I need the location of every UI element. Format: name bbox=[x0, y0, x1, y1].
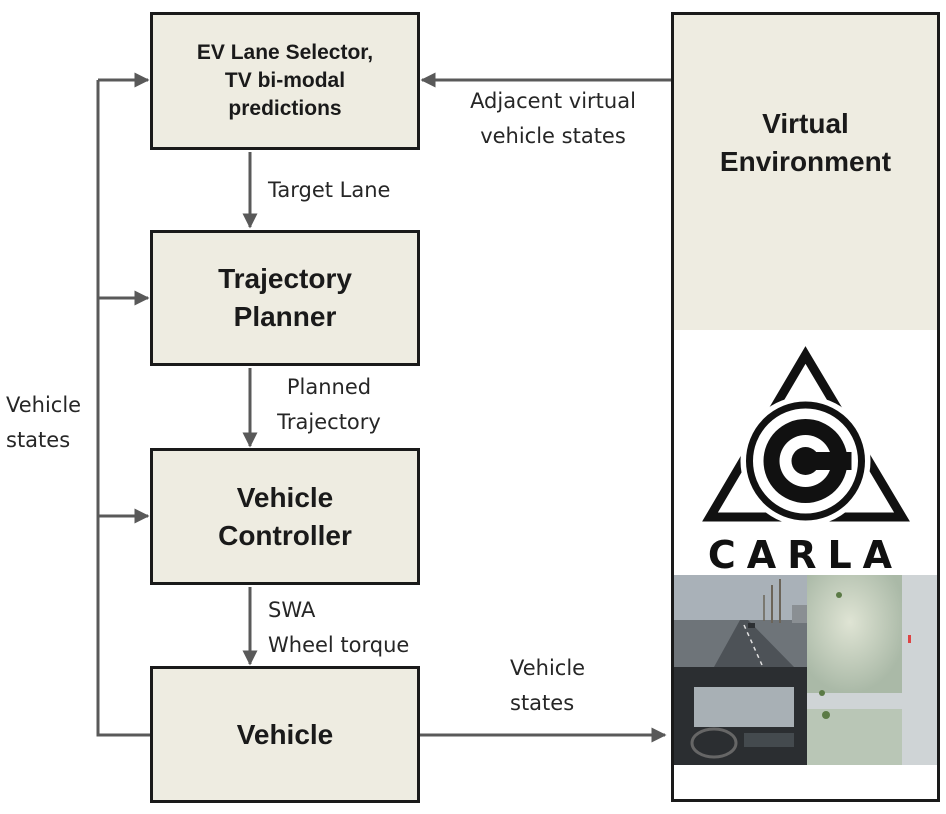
planned-trajectory-label: Planned Trajectory bbox=[277, 375, 381, 434]
swa-torque-label: SWA Wheel torque bbox=[268, 598, 410, 657]
carla-logo-icon bbox=[702, 346, 910, 526]
vehicle-states-feedback-label: Vehicle states bbox=[6, 393, 82, 452]
carla-wordmark: CARLA bbox=[707, 533, 904, 577]
vehicle-controller-box: Vehicle Controller bbox=[150, 448, 420, 585]
trajectory-planner-box: Trajectory Planner bbox=[150, 230, 420, 366]
virtual-environment-panel: Virtual Environment CARLA bbox=[671, 12, 940, 802]
vehicle-states-out-label: Vehicle states bbox=[510, 656, 586, 715]
feedback-line bbox=[96, 80, 152, 737]
simulator-screenshots bbox=[674, 575, 937, 765]
vehicle-controller-label: Vehicle Controller bbox=[218, 481, 352, 551]
lane-selector-label: EV Lane Selector, TV bi-modal prediction… bbox=[196, 41, 374, 120]
trajectory-planner-label: Trajectory Planner bbox=[218, 263, 352, 332]
virtual-environment-header: Virtual Environment bbox=[674, 15, 937, 330]
virtual-environment-title: Virtual Environment bbox=[719, 107, 892, 177]
vehicle-box: Vehicle bbox=[150, 666, 420, 803]
target-lane-label: Target Lane bbox=[268, 178, 391, 202]
adjacent-states-label: Adjacent virtual vehicle states bbox=[470, 89, 636, 148]
vehicle-label: Vehicle bbox=[236, 718, 334, 750]
lane-selector-box: EV Lane Selector, TV bi-modal prediction… bbox=[150, 12, 420, 150]
